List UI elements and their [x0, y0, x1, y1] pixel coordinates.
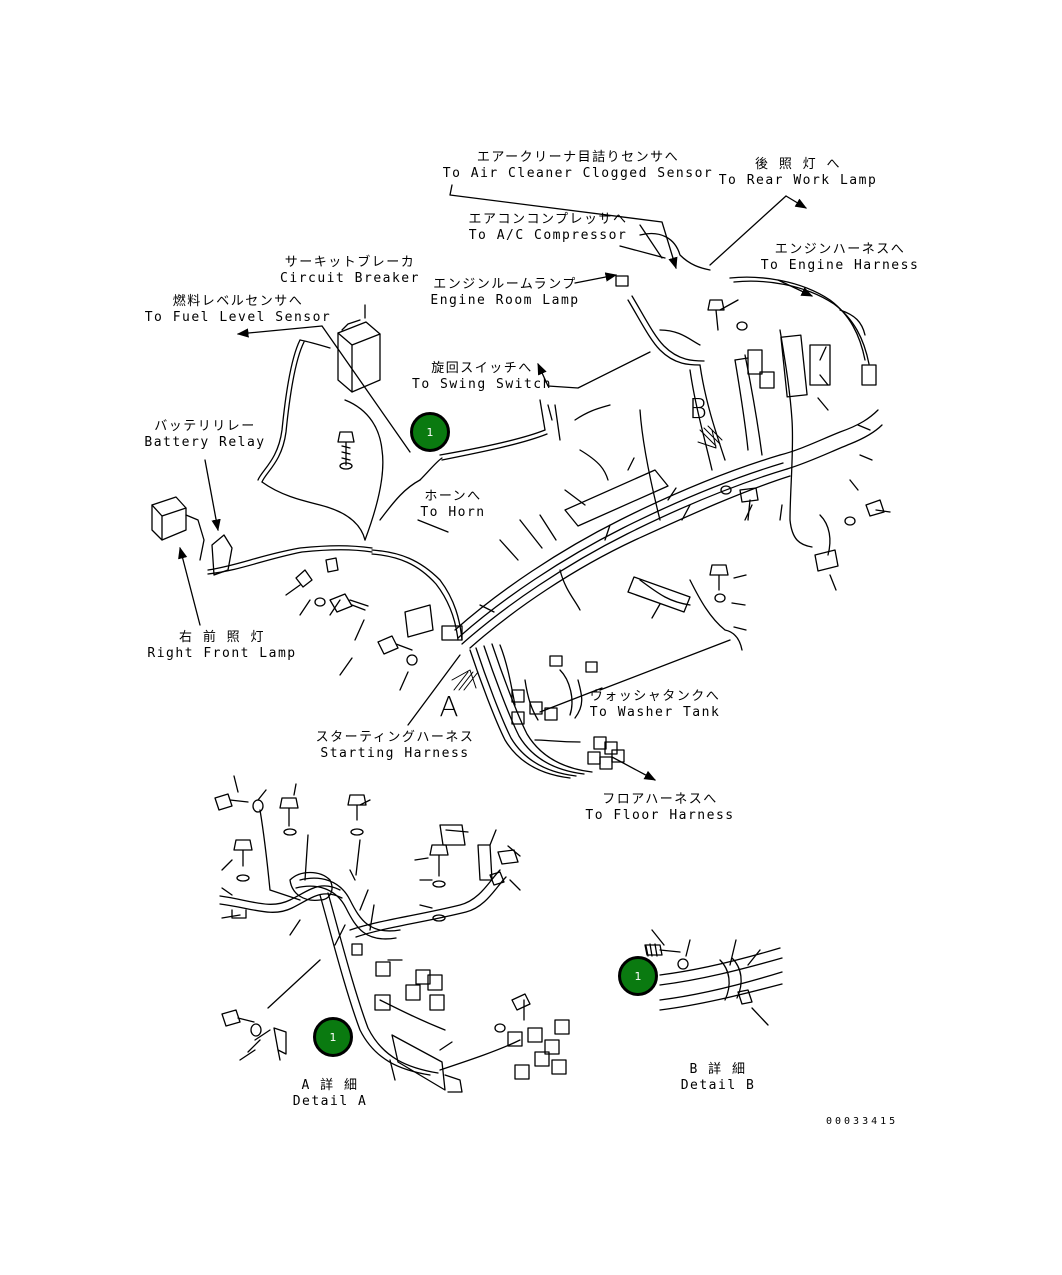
callout-en: Detail B — [680, 1078, 756, 1093]
callout-en: To Rear Work Lamp — [718, 173, 878, 188]
callout-jp: サーキットブレーカ — [284, 255, 416, 270]
reference-badge-detail-b: 1 — [618, 956, 658, 996]
detail-a-title: A 詳 細 Detail A — [293, 1078, 368, 1110]
callout-jp: バッテリリレー — [154, 419, 256, 434]
central-harness-bundle — [455, 234, 882, 650]
callout-fuel-level-sensor: 燃料レベルセンサへ To Fuel Level Sensor — [145, 294, 332, 326]
callout-washer-tank: ウォッシャタンクへ To Washer Tank — [590, 689, 721, 721]
callout-starting-harness: スターティングハーネス Starting Harness — [316, 730, 475, 762]
drawing-number: 00033415 — [826, 1116, 899, 1127]
callout-jp: 旋回スイッチへ — [431, 361, 533, 376]
callout-jp: エンジンハーネスへ — [774, 242, 906, 257]
callout-en: To Fuel Level Sensor — [144, 310, 332, 325]
lower-harness — [470, 644, 592, 778]
callout-jp: スターティングハーネス — [315, 730, 475, 745]
callout-en: To A/C Compressor — [468, 228, 628, 243]
reference-badge-main: 1 — [410, 412, 450, 452]
callout-jp: 右 前 照 灯 — [179, 630, 265, 645]
callout-en: Circuit Breaker — [280, 271, 420, 286]
view-letter-b: B — [688, 392, 708, 425]
callout-rear-work-lamp: 後 照 灯 へ To Rear Work Lamp — [719, 157, 878, 189]
callout-jp: エアコンコンプレッサへ — [468, 212, 628, 227]
callout-en: To Horn — [420, 505, 486, 520]
bolts — [296, 300, 890, 665]
callout-jp: エンジンルームランプ — [433, 277, 577, 292]
callout-en: Battery Relay — [144, 435, 266, 450]
callout-horn: ホーンへ To Horn — [420, 489, 485, 521]
callout-jp: ウォッシャタンクへ — [589, 689, 721, 704]
callout-floor-harness: フロアハーネスへ To Floor Harness — [585, 792, 734, 824]
callout-en: To Air Cleaner Clogged Sensor — [442, 166, 714, 181]
callout-jp: フロアハーネスへ — [602, 792, 718, 807]
callout-en: Engine Room Lamp — [430, 293, 580, 308]
callout-jp: A 詳 細 — [301, 1078, 359, 1093]
callout-ac-compressor: エアコンコンプレッサへ To A/C Compressor — [468, 212, 627, 244]
view-arrows — [452, 426, 722, 690]
callout-en: To Washer Tank — [589, 705, 721, 720]
callout-right-front-lamp: 右 前 照 灯 Right Front Lamp — [147, 630, 296, 662]
callout-engine-room-lamp: エンジンルームランプ Engine Room Lamp — [430, 277, 579, 309]
callout-en: To Floor Harness — [585, 808, 735, 823]
detail-b-drawing — [645, 930, 782, 1025]
detail-b-title: B 詳 細 Detail B — [681, 1062, 756, 1094]
callout-air-cleaner: エアークリーナ目詰りセンサへ To Air Cleaner Clogged Se… — [443, 150, 713, 182]
callout-en: To Swing Switch — [412, 377, 552, 392]
right-front-lamp-body — [152, 497, 232, 575]
callout-en: Detail A — [292, 1094, 368, 1109]
reference-badge-detail-a: 1 — [313, 1017, 353, 1057]
detail-a-drawing — [215, 776, 569, 1092]
callout-jp: ホーンへ — [424, 489, 482, 504]
callout-jp: エアークリーナ目詰りセンサへ — [476, 150, 680, 165]
main-harness-upper — [208, 340, 610, 640]
view-letter-a: A — [439, 690, 459, 723]
callout-jp: 燃料レベルセンサへ — [172, 294, 304, 309]
callout-swing-switch: 旋回スイッチへ To Swing Switch — [412, 361, 552, 393]
callout-en: Starting Harness — [320, 746, 470, 761]
callout-jp: 後 照 灯 へ — [755, 157, 841, 172]
leader-lines — [178, 185, 814, 780]
circuit-breaker-box — [338, 320, 380, 392]
callout-en: Right Front Lamp — [147, 646, 297, 661]
callout-jp: B 詳 細 — [689, 1062, 747, 1077]
marker-plates — [326, 470, 838, 637]
callout-en: To Engine Harness — [760, 258, 920, 273]
callout-engine-harness: エンジンハーネスへ To Engine Harness — [761, 242, 920, 274]
callout-ticks — [286, 300, 872, 690]
callout-battery-relay: バッテリリレー Battery Relay — [144, 419, 265, 451]
callout-circuit-breaker: サーキットブレーカ Circuit Breaker — [280, 255, 420, 287]
connectors — [442, 276, 876, 769]
